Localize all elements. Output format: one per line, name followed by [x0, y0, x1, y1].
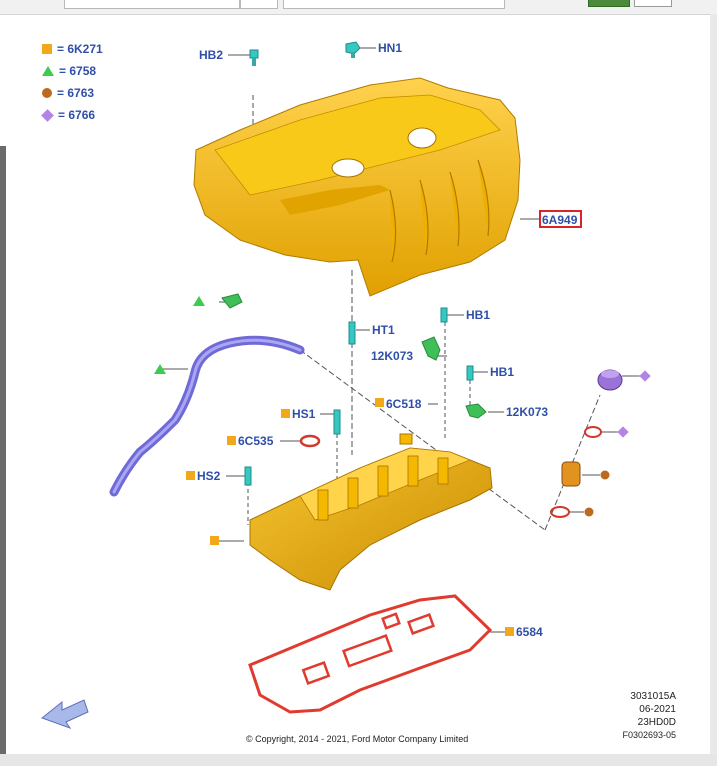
- highlight-box: [539, 210, 582, 228]
- cylinder-head-cover: [249, 433, 493, 591]
- toolbar-go-button[interactable]: [588, 0, 630, 7]
- callout-6c535[interactable]: 6C535: [238, 434, 274, 448]
- oil-filler-cap: [550, 369, 623, 518]
- metadata-line: 3031015A: [630, 691, 676, 702]
- callout-6584[interactable]: 6584: [516, 625, 543, 639]
- callout-ht1[interactable]: HT1: [372, 323, 395, 337]
- legend-item-triangle: = 6758: [42, 60, 162, 82]
- fastener-hb2: [249, 49, 259, 66]
- studs: [244, 307, 474, 486]
- legend-label: = 6K271: [57, 42, 103, 56]
- square-markers: [186, 398, 514, 636]
- copyright-text: © Copyright, 2014 - 2021, Ford Motor Com…: [246, 734, 469, 744]
- callout-hn1[interactable]: HN1: [378, 41, 402, 55]
- callout-hb1-mid[interactable]: HB1: [490, 365, 514, 379]
- legend-item-diamond: = 6766: [41, 104, 162, 126]
- toolbar-field-2[interactable]: [240, 0, 278, 9]
- seal-6c535: [299, 434, 321, 448]
- breather-hose: [109, 335, 305, 497]
- toolbar-field-1[interactable]: [64, 0, 240, 9]
- legend: = 6K271 = 6758 = 6763 = 6766: [41, 38, 162, 126]
- metadata-line: F0302693-05: [622, 730, 676, 740]
- left-scroll-rail: [0, 146, 6, 756]
- circle-icon: [42, 88, 52, 98]
- legend-item-circle: = 6763: [42, 82, 162, 104]
- metadata-line: 06-2021: [639, 704, 676, 715]
- legend-label: = 6763: [57, 86, 95, 100]
- triangle-markers: [154, 296, 205, 374]
- back-arrow-icon[interactable]: [40, 699, 89, 729]
- callout-6a949[interactable]: 6A949: [542, 213, 578, 227]
- toolbar-field-3[interactable]: [283, 0, 505, 9]
- top-toolbar: [0, 0, 717, 15]
- fastener-hn1: [345, 41, 361, 58]
- metadata-line: 23HD0D: [637, 717, 676, 728]
- bottom-bar: [0, 754, 717, 766]
- legend-label: = 6766: [58, 108, 96, 122]
- legend-item-square: = 6K271: [42, 38, 162, 60]
- callout-hs2[interactable]: HS2: [197, 469, 221, 483]
- callout-hs1[interactable]: HS1: [292, 407, 316, 421]
- valve-cover-gasket: [248, 594, 493, 714]
- callout-12k073-mid[interactable]: 12K073: [506, 405, 548, 419]
- callout-12k073-top[interactable]: 12K073: [371, 349, 413, 363]
- engine-cover: [193, 77, 521, 297]
- breather-fittings: [221, 293, 487, 419]
- diamond-markers: [617, 370, 651, 438]
- callout-hb2[interactable]: HB2: [199, 48, 223, 62]
- toolbar-button[interactable]: [634, 0, 672, 7]
- callout-hb1-top[interactable]: HB1: [466, 308, 490, 322]
- circle-markers: [584, 470, 610, 517]
- triangle-icon: [42, 66, 54, 76]
- callout-6c518[interactable]: 6C518: [386, 397, 422, 411]
- legend-label: = 6758: [59, 64, 97, 78]
- square-icon: [42, 44, 52, 54]
- diagram-metadata: 3031015A 06-2021 23HD0D F0302693-05: [590, 690, 676, 742]
- right-scroll-rail[interactable]: [710, 14, 717, 766]
